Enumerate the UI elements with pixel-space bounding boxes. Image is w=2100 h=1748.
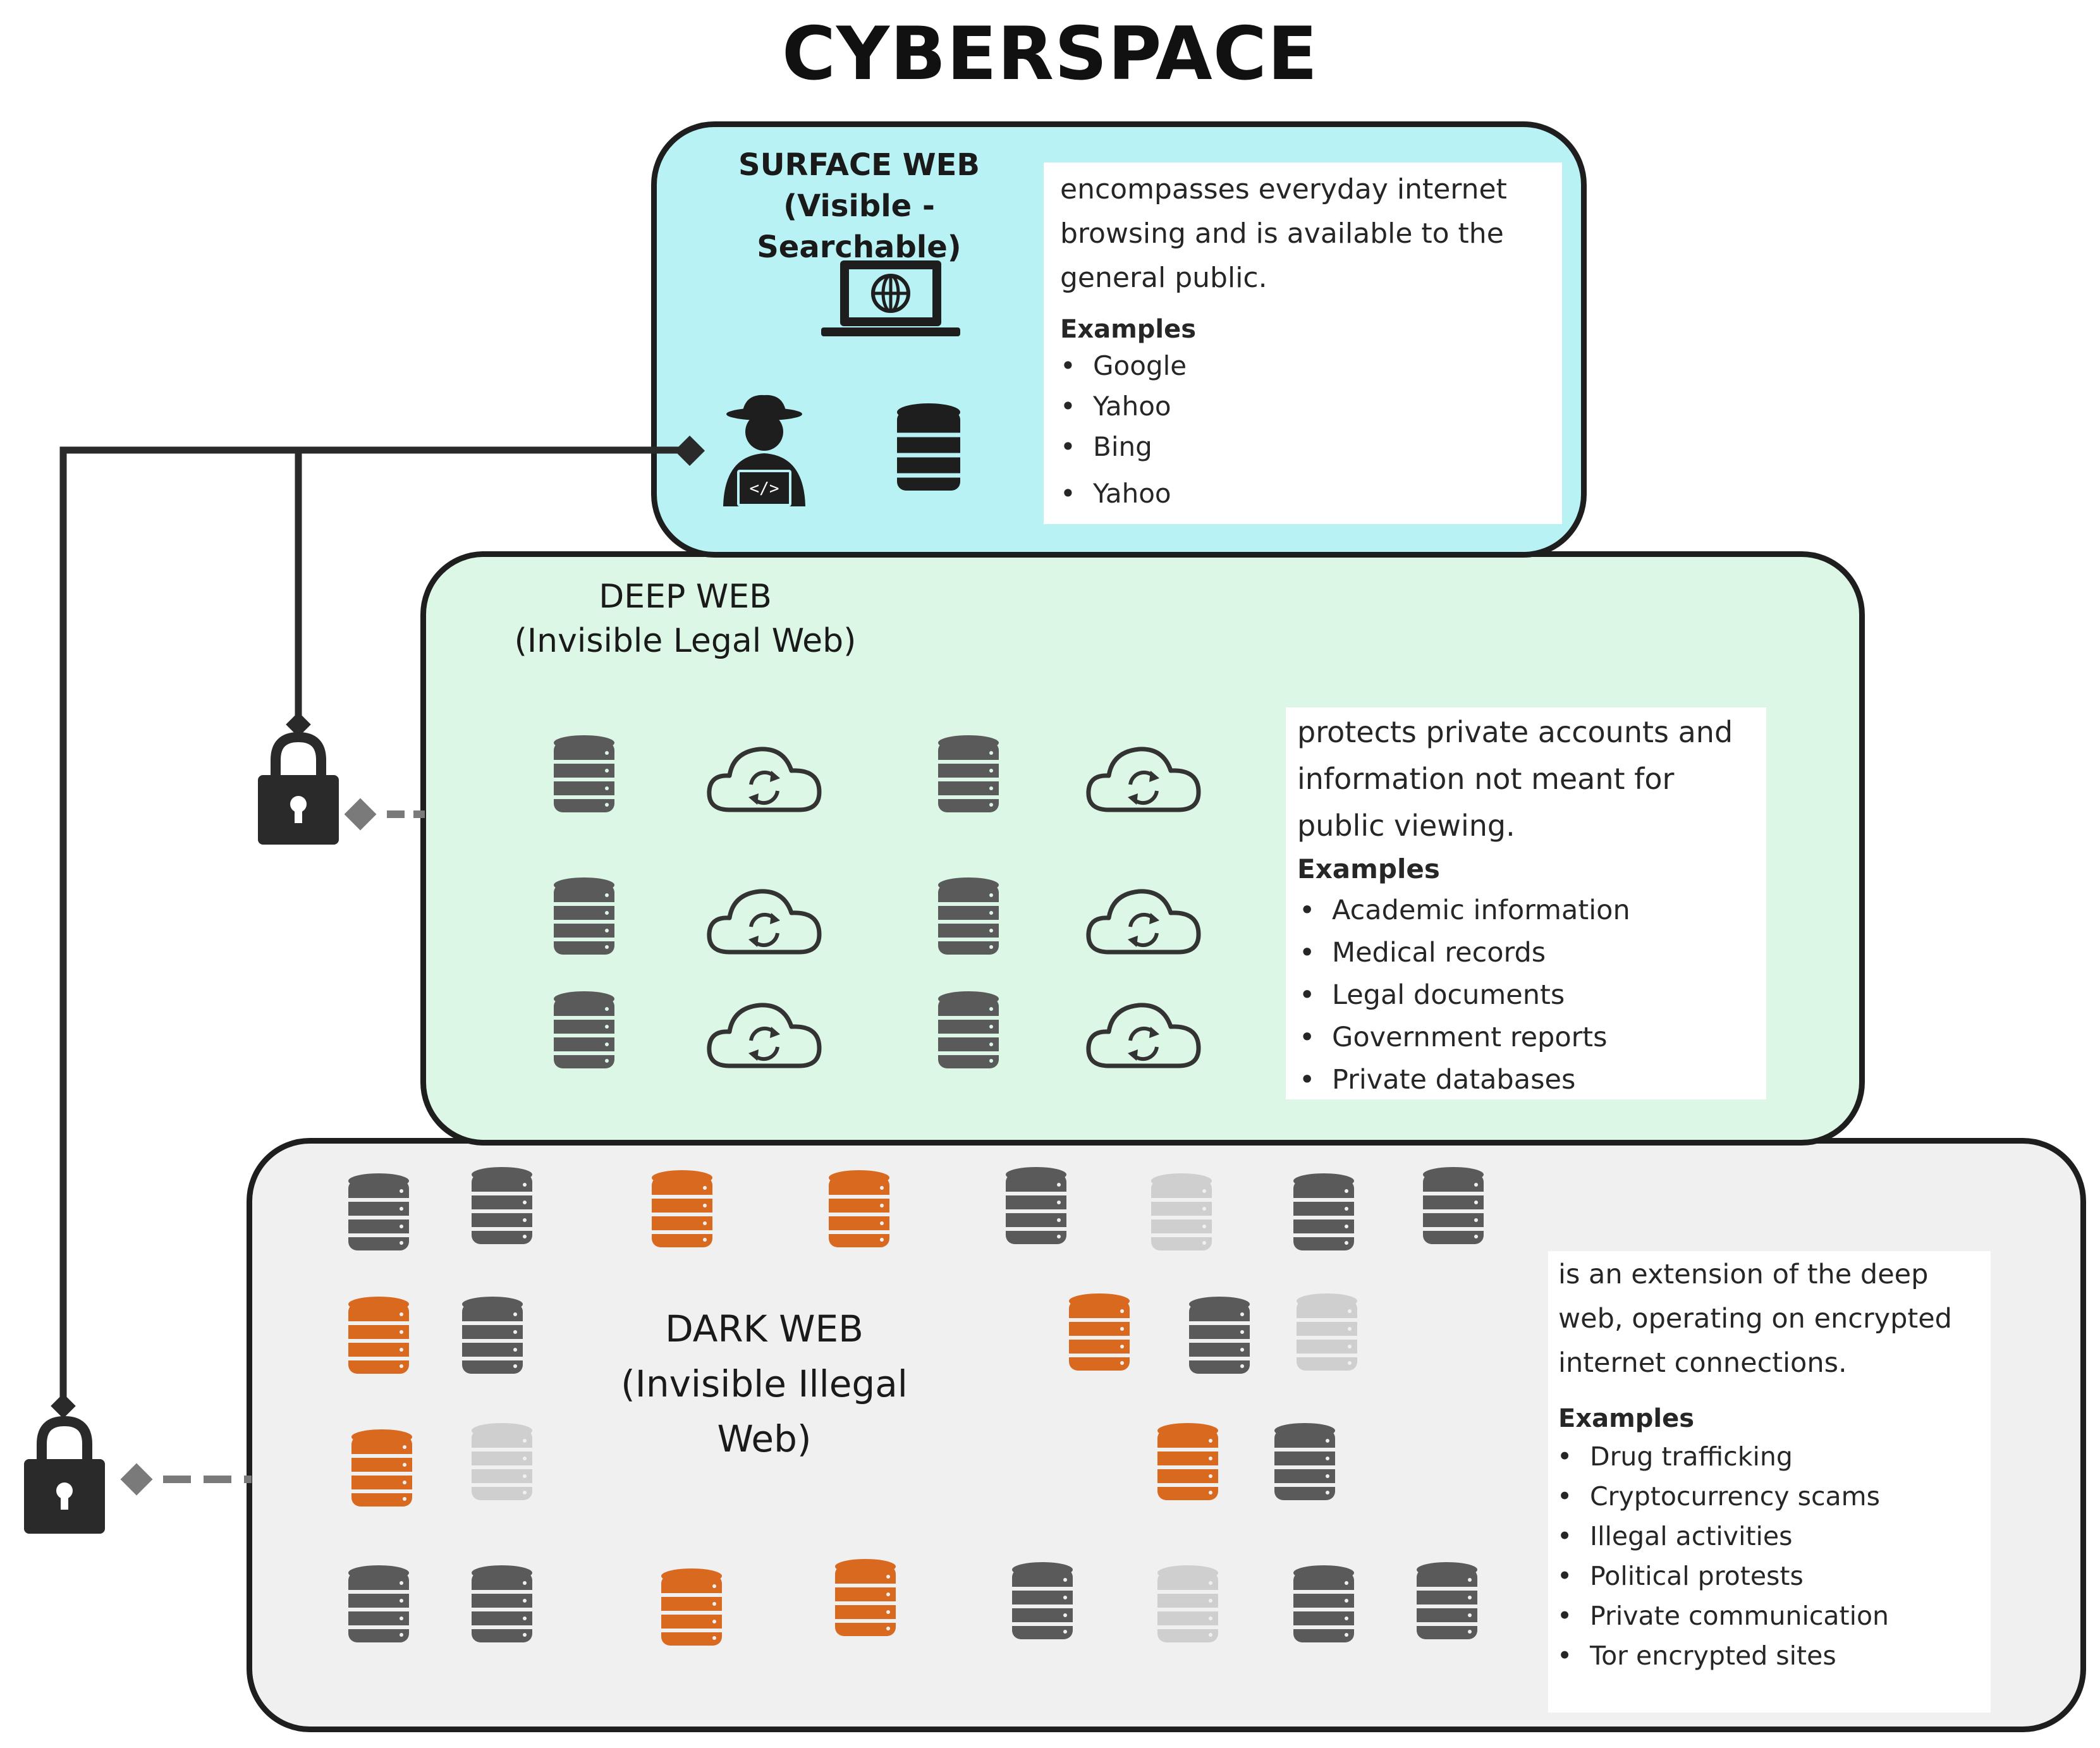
list-item: Medical records	[1299, 932, 1754, 974]
database-icon	[1415, 1561, 1479, 1643]
database-icon	[470, 1564, 534, 1646]
list-item: Private communication	[1557, 1596, 1982, 1636]
surface-web-layer: SURFACE WEB (Visible - Searchable) </>	[651, 121, 1587, 558]
database-icon	[552, 876, 616, 958]
database-icon	[350, 1428, 413, 1510]
padlock-icon	[258, 731, 339, 845]
database-icon	[347, 1172, 410, 1254]
cloud-sync-icon	[1084, 883, 1204, 958]
deep-web-heading: DEEP WEB (Invisible Legal Web)	[508, 575, 862, 663]
database-icon	[1295, 1292, 1358, 1374]
surface-connector-diamond	[674, 435, 705, 467]
list-item: Legal documents	[1299, 974, 1754, 1017]
hacker-icon: </>	[717, 393, 812, 510]
dark-web-info-panel: is an extension of the deep web, operati…	[1548, 1251, 1991, 1713]
database-icon	[1156, 1422, 1219, 1504]
deep-web-examples-label: Examples	[1297, 853, 1440, 884]
deep-web-info-panel: protects private accounts and informatio…	[1286, 707, 1766, 1101]
deep-web-title: DEEP WEB	[599, 578, 772, 616]
database-icon	[1011, 1561, 1074, 1643]
surface-web-examples-list: Google Yahoo Bing Yahoo	[1060, 346, 1547, 514]
database-icon	[1273, 1422, 1336, 1504]
database-icon	[660, 1567, 723, 1649]
database-icon	[552, 734, 616, 816]
dark-web-subtitle: (Invisible Illegal Web)	[621, 1362, 908, 1460]
cloud-sync-icon	[704, 740, 824, 816]
dark-web-examples-list: Drug trafficking Cryptocurrency scams Il…	[1557, 1437, 1982, 1676]
database-icon	[937, 876, 1000, 958]
deep-web-layer: DEEP WEB (Invisible Legal Web) protects …	[420, 551, 1865, 1146]
surface-web-subtitle: (Visible - Searchable)	[757, 188, 961, 265]
surface-web-examples-label: Examples	[1060, 315, 1197, 344]
database-icon	[834, 1558, 897, 1640]
database-icon	[937, 734, 1000, 816]
list-item: Academic information	[1299, 889, 1754, 932]
page-title: CYBERSPACE	[781, 11, 1319, 97]
laptop-globe-icon	[821, 257, 960, 345]
list-item: Government reports	[1299, 1017, 1754, 1059]
database-icon	[1156, 1564, 1219, 1646]
list-item: Yahoo	[1060, 386, 1547, 427]
list-item: Illegal activities	[1557, 1517, 1982, 1556]
dark-lock-top-diamond	[51, 1393, 76, 1419]
database-icon	[470, 1422, 534, 1504]
database-icon	[347, 1564, 410, 1646]
list-item: Cryptocurrency scams	[1557, 1477, 1982, 1517]
deep-web-subtitle: (Invisible Legal Web)	[514, 622, 857, 661]
database-icon	[1150, 1172, 1213, 1254]
dark-web-title: DARK WEB	[665, 1307, 864, 1350]
dark-lock-diamond	[120, 1463, 153, 1496]
dark-web-description: is an extension of the deep web, operati…	[1558, 1259, 1952, 1379]
cloud-sync-icon	[1084, 740, 1204, 816]
list-item: Google	[1060, 346, 1547, 386]
cloud-sync-icon	[704, 883, 824, 958]
cloud-sync-icon	[704, 996, 824, 1072]
surface-web-title: SURFACE WEB	[738, 147, 980, 183]
database-icon	[1422, 1166, 1485, 1248]
dark-web-layer: DARK WEB (Invisible Illegal Web) is an e…	[247, 1138, 2086, 1732]
database-icon	[650, 1169, 714, 1251]
database-icon	[894, 402, 963, 497]
database-icon	[347, 1295, 410, 1378]
database-icon	[937, 990, 1000, 1072]
database-icon	[827, 1169, 891, 1251]
padlock-icon	[24, 1415, 105, 1534]
cloud-sync-icon	[1084, 996, 1204, 1072]
deep-web-description: protects private accounts and informatio…	[1297, 715, 1733, 843]
surface-web-heading: SURFACE WEB (Visible - Searchable)	[695, 145, 1023, 267]
surface-web-info-panel: encompasses everyday internet browsing a…	[1044, 162, 1562, 524]
deep-web-examples-list: Academic information Medical records Leg…	[1299, 889, 1754, 1101]
list-item: Drug trafficking	[1557, 1437, 1982, 1477]
list-item: Private databases	[1299, 1059, 1754, 1101]
list-item: Political protests	[1557, 1556, 1982, 1596]
list-item: Bing	[1060, 427, 1547, 467]
database-icon	[1292, 1564, 1355, 1646]
outer-connector-line	[59, 446, 689, 1400]
deep-lock-diamond	[344, 798, 377, 831]
surface-web-description: encompasses everyday internet browsing a…	[1060, 173, 1507, 294]
database-icon	[1292, 1172, 1355, 1254]
database-icon	[552, 990, 616, 1072]
list-item: Yahoo	[1060, 474, 1547, 514]
dark-web-examples-label: Examples	[1558, 1404, 1695, 1433]
database-icon	[470, 1166, 534, 1248]
database-icon	[1004, 1166, 1068, 1248]
database-icon	[461, 1295, 524, 1378]
dark-web-heading: DARK WEB (Invisible Illegal Web)	[568, 1302, 960, 1467]
svg-text:</>: </>	[750, 479, 779, 498]
database-icon	[1068, 1292, 1131, 1374]
database-icon	[1188, 1295, 1251, 1378]
list-item: Tor encrypted sites	[1557, 1636, 1982, 1676]
